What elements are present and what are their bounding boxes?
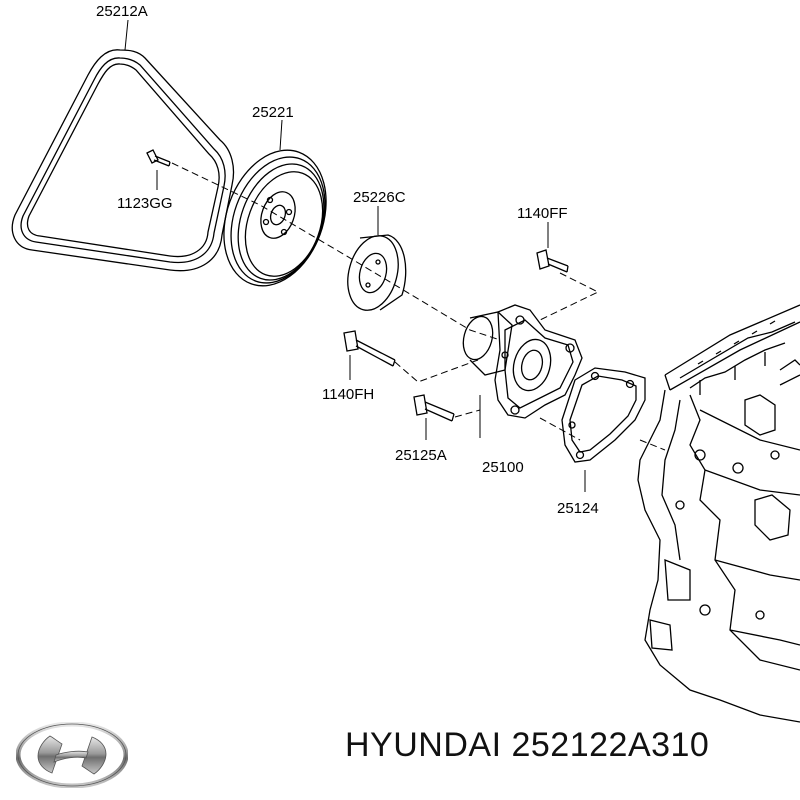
label-hub: 25226C <box>353 189 406 206</box>
part-number: 252122A310 <box>511 726 710 764</box>
bolt-25125a <box>413 394 455 422</box>
bolt-1140fh <box>343 330 396 367</box>
engine-block <box>637 304 800 723</box>
label-bolt-fh: 1140FH <box>322 386 374 403</box>
crank-pulley <box>223 149 327 287</box>
bolt-1140ff <box>536 249 569 273</box>
hyundai-logo <box>16 722 128 788</box>
leader-lines <box>124 19 586 492</box>
water-pump <box>462 304 583 419</box>
label-water-pump: 25100 <box>482 459 524 476</box>
pulley-hub <box>347 234 407 311</box>
pump-gasket <box>561 367 646 463</box>
label-belt: 25212A <box>96 3 148 20</box>
brand-name: HYUNDAI <box>345 726 502 764</box>
label-pulley-bolt: 1123GG <box>117 195 173 212</box>
label-gasket: 25124 <box>557 500 599 517</box>
label-bolt-125a: 25125A <box>395 447 447 464</box>
label-pulley: 25221 <box>252 104 294 121</box>
label-bolt-ff: 1140FF <box>517 205 568 222</box>
assembly-lines <box>171 162 666 451</box>
drive-belt <box>11 49 235 272</box>
brand-part-number: HYUNDAI 252122A310 <box>345 728 709 762</box>
pulley-bolt <box>146 149 171 167</box>
